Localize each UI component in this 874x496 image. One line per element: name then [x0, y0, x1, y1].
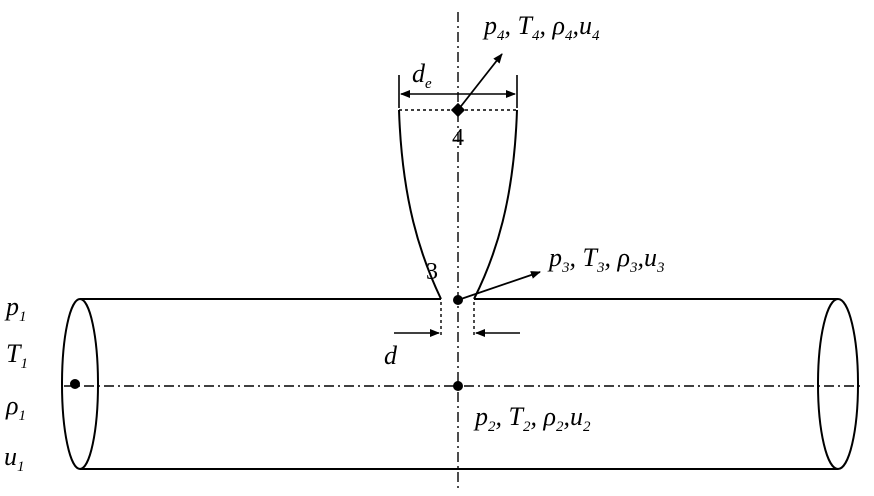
state3-label: p3, T3, ρ3,u3	[547, 243, 664, 276]
de-main: d	[412, 59, 426, 88]
point3-marker	[453, 295, 463, 305]
state1-p-label: p1	[4, 292, 27, 325]
state1-rho-label: ρ1	[5, 391, 26, 424]
point2-marker	[453, 381, 463, 391]
d-label: d	[384, 341, 398, 370]
state4-label: p4, T4, ρ4,u4	[482, 11, 600, 44]
state1-u-label: u1	[4, 442, 25, 475]
point4-marker	[450, 102, 466, 118]
de-subscript: e	[425, 76, 432, 92]
state1-T-label: T1	[6, 339, 28, 372]
point1-marker	[70, 379, 80, 389]
de-label: de	[412, 59, 432, 92]
state4-arrow	[457, 53, 503, 111]
state2-label: p2, T2, ρ2,u2	[473, 402, 591, 435]
nozzle-left-wall	[398, 109, 442, 300]
nozzle-right-wall	[473, 109, 518, 300]
state3-arrow	[457, 271, 541, 301]
pipe-right-end-ellipse	[817, 298, 859, 470]
pipe-left-end-ellipse	[61, 298, 99, 470]
point3-label: 3	[426, 259, 438, 285]
point4-label: 4	[452, 125, 464, 151]
